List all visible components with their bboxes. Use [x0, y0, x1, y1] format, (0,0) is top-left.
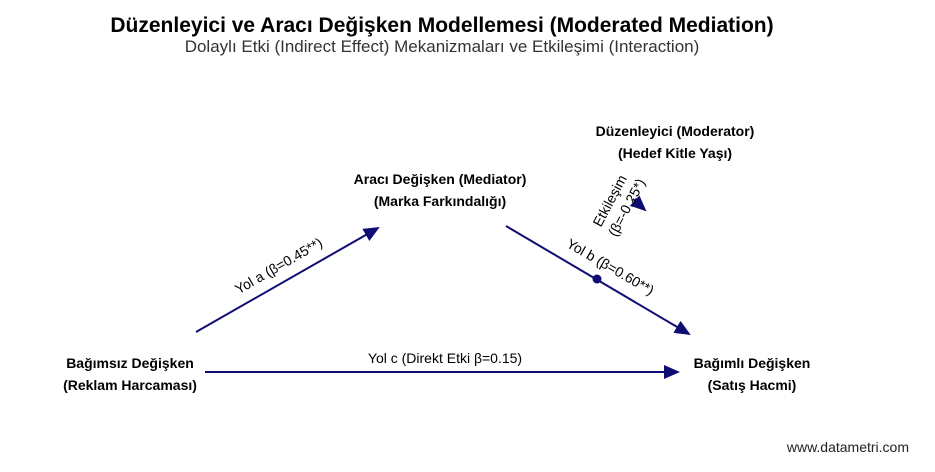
- interaction-label: Etkileşim (β=-0.25*): [589, 167, 649, 239]
- independent-variable-node: Bağımsız Değişken (Reklam Harcaması): [50, 352, 210, 396]
- interaction-arrow: [629, 195, 647, 212]
- path-c-label: Yol c (Direkt Etki β=0.15): [368, 350, 522, 366]
- dependent-variable-name: Bağımlı Değişken: [693, 355, 811, 371]
- mediator-variable-name: Aracı Değişken (Mediator): [353, 171, 527, 187]
- interaction-point: [592, 274, 602, 284]
- mediator-variable-desc: (Marka Farkındalığı): [373, 193, 507, 209]
- dependent-variable-node: Bağımlı Değişken (Satış Hacmi): [672, 352, 832, 396]
- moderator-variable-desc: (Hedef Kitle Yaşı): [617, 145, 733, 161]
- moderator-variable-node: Düzenleyici (Moderator) (Hedef Kitle Yaş…: [575, 120, 775, 164]
- moderator-variable-name: Düzenleyici (Moderator): [595, 123, 755, 139]
- watermark-text: www.datametri.com: [786, 439, 909, 455]
- diagram-subtitle: Dolaylı Etki (Indirect Effect) Mekanizma…: [184, 37, 700, 56]
- dependent-variable-desc: (Satış Hacmi): [707, 377, 797, 393]
- mediator-variable-node: Aracı Değişken (Mediator) (Marka Farkınd…: [330, 168, 550, 212]
- diagram-title: Düzenleyici ve Aracı Değişken Modellemes…: [110, 14, 774, 37]
- independent-variable-desc: (Reklam Harcaması): [63, 377, 197, 393]
- path-a-arrow: [195, 227, 380, 333]
- independent-variable-name: Bağımsız Değişken: [66, 355, 194, 371]
